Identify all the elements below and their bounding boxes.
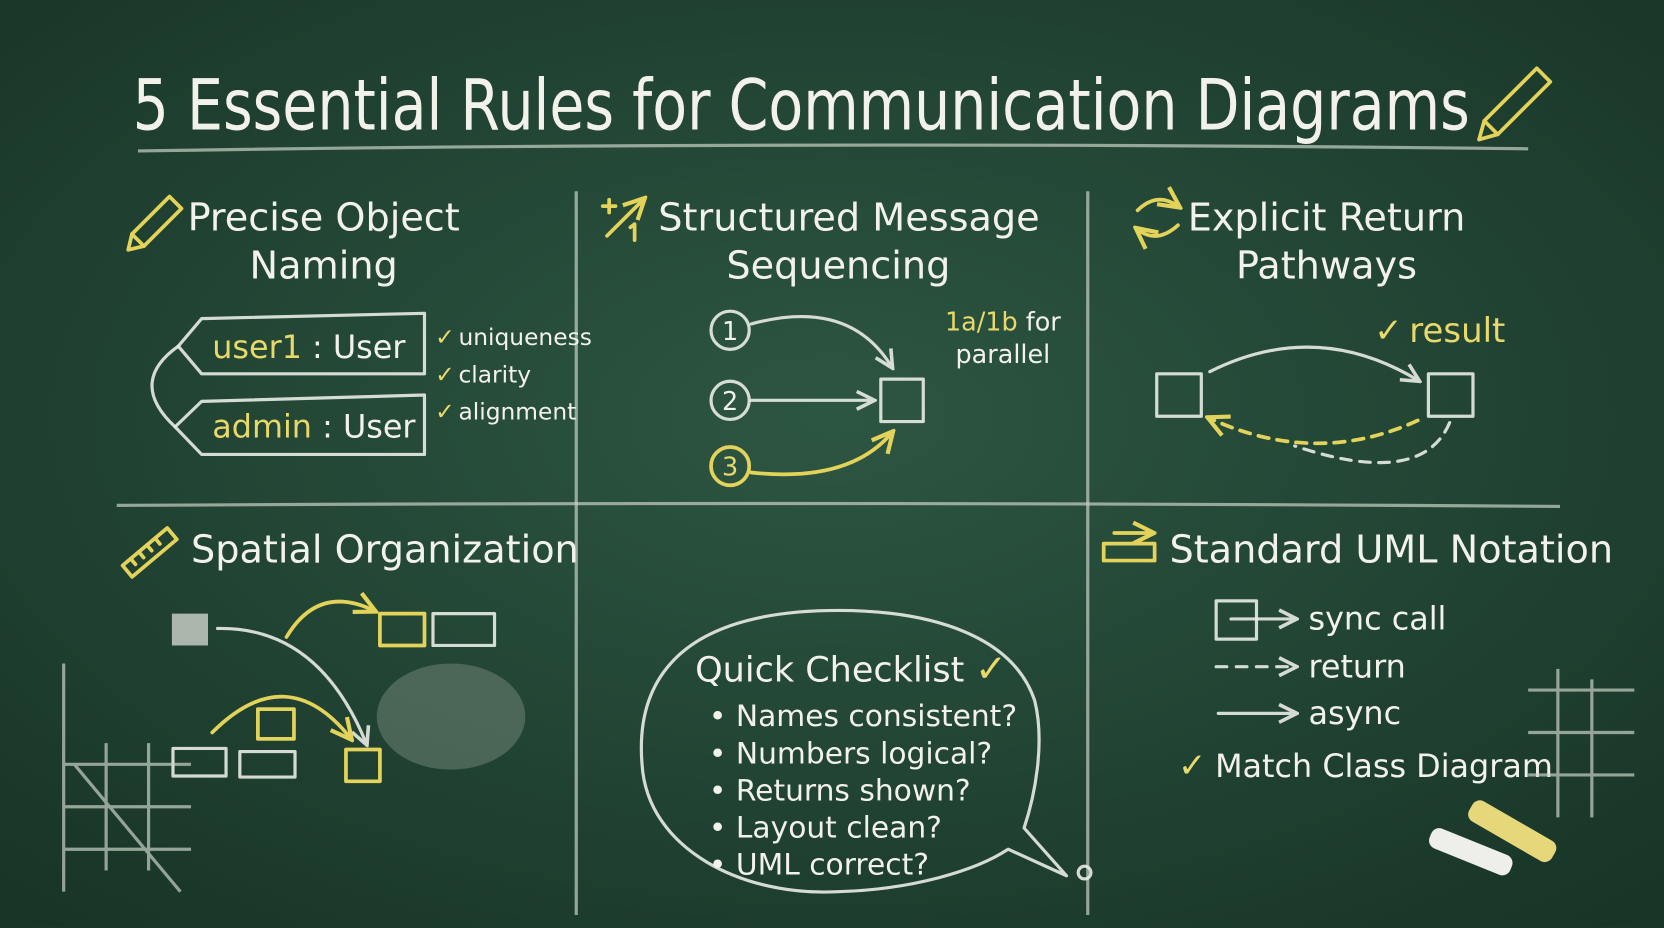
step-number: 2 xyxy=(722,387,738,417)
parallel-note: parallel xyxy=(956,340,1051,370)
check-icon: ✓ xyxy=(975,648,1007,692)
step-number: 3 xyxy=(722,453,738,483)
check-item: uniqueness xyxy=(458,323,591,351)
legend-label: return xyxy=(1308,647,1405,685)
check-icon: ✓ xyxy=(435,397,455,425)
speech-bubble xyxy=(639,608,1069,894)
eraser-smudge xyxy=(376,663,526,770)
pencil-icon xyxy=(1477,66,1553,142)
legend-label: sync call xyxy=(1308,600,1446,638)
panel-spatial: Spatial Organization xyxy=(62,526,579,893)
legend-label: async xyxy=(1308,694,1401,732)
ruler-icon xyxy=(120,526,179,579)
checklist-item: • Returns shown? xyxy=(709,773,971,808)
panel-title: Pathways xyxy=(1236,244,1417,288)
step-number: 1 xyxy=(722,317,738,347)
return-label: result xyxy=(1409,311,1505,351)
object-box xyxy=(1155,372,1203,418)
sequence-arrows-icon xyxy=(600,200,643,242)
panel-title: Naming xyxy=(250,244,398,288)
parallel-note: 1a/1b for xyxy=(945,307,1061,337)
layout-arrow xyxy=(210,694,350,738)
panel-title: Precise Object xyxy=(188,197,460,241)
object-label: admin : User xyxy=(212,407,416,445)
object-box xyxy=(256,707,296,741)
object-box xyxy=(238,750,297,779)
tag-string xyxy=(150,344,180,429)
layout-arrow xyxy=(215,626,367,743)
checklist-title: Quick Checklist✓ xyxy=(695,648,1007,692)
return-arrow xyxy=(1210,418,1420,446)
panel-title: Standard UML Notation xyxy=(1169,529,1613,573)
panel-returns: Explicit Return Pathways ✓ result xyxy=(1138,197,1505,465)
return-arrow xyxy=(1293,421,1452,465)
pencil-icon xyxy=(126,194,184,252)
check-icon: ✓ xyxy=(1178,746,1206,786)
panel-title: Sequencing xyxy=(726,244,950,288)
grid-sketch xyxy=(62,663,192,893)
bubble-dot xyxy=(1076,864,1093,881)
panel-title: Spatial Organization xyxy=(191,529,579,573)
object-box xyxy=(344,747,382,784)
panel-naming: Precise Object Naming user1 : User admin… xyxy=(126,194,592,457)
check-item: alignment xyxy=(458,397,576,425)
chalk-pieces xyxy=(1429,800,1557,876)
step-circle xyxy=(709,309,751,351)
object-box xyxy=(879,377,925,424)
check-icon: ✓ xyxy=(435,360,455,388)
object-box xyxy=(378,611,427,648)
grid-sketch xyxy=(1528,668,1635,818)
checklist-item: • Layout clean? xyxy=(709,811,942,846)
call-arrow xyxy=(1208,345,1418,380)
panel-title: Explicit Return xyxy=(1188,197,1466,241)
message-arrow xyxy=(749,433,891,477)
object-tag xyxy=(176,311,427,376)
panel-uml: Standard UML Notation sync call return a… xyxy=(1101,529,1635,818)
object-box xyxy=(1426,372,1475,418)
uml-notation-icon xyxy=(1101,533,1155,563)
uml-check: Match Class Diagram xyxy=(1215,747,1553,785)
check-icon: ✓ xyxy=(435,323,455,351)
object-box xyxy=(171,613,208,646)
object-tag xyxy=(173,393,427,457)
layout-arrow xyxy=(284,602,374,639)
page-title: 5 Essential Rules for Communication Diag… xyxy=(133,65,1470,147)
title-underline xyxy=(137,143,1529,153)
checklist-item: • Names consistent? xyxy=(709,699,1017,734)
check-icon: ✓ xyxy=(1374,311,1402,351)
refresh-icon xyxy=(1138,200,1178,236)
checklist-bubble: Quick Checklist✓ • Names consistent? • N… xyxy=(639,608,1093,894)
checklist-item: • UML correct? xyxy=(709,848,929,883)
panel-sequencing: Structured Message Sequencing 1 2 3 1a/1… xyxy=(600,197,1061,488)
step-circle xyxy=(709,445,752,488)
checklist-item: • Numbers logical? xyxy=(709,736,992,771)
step-circle xyxy=(709,379,751,422)
check-item: clarity xyxy=(458,360,531,388)
object-label: user1 : User xyxy=(212,328,406,366)
panel-title: Structured Message xyxy=(658,197,1039,241)
object-box xyxy=(171,746,228,778)
message-arrow xyxy=(749,314,891,367)
divider xyxy=(116,501,1561,509)
object-box xyxy=(431,612,497,648)
